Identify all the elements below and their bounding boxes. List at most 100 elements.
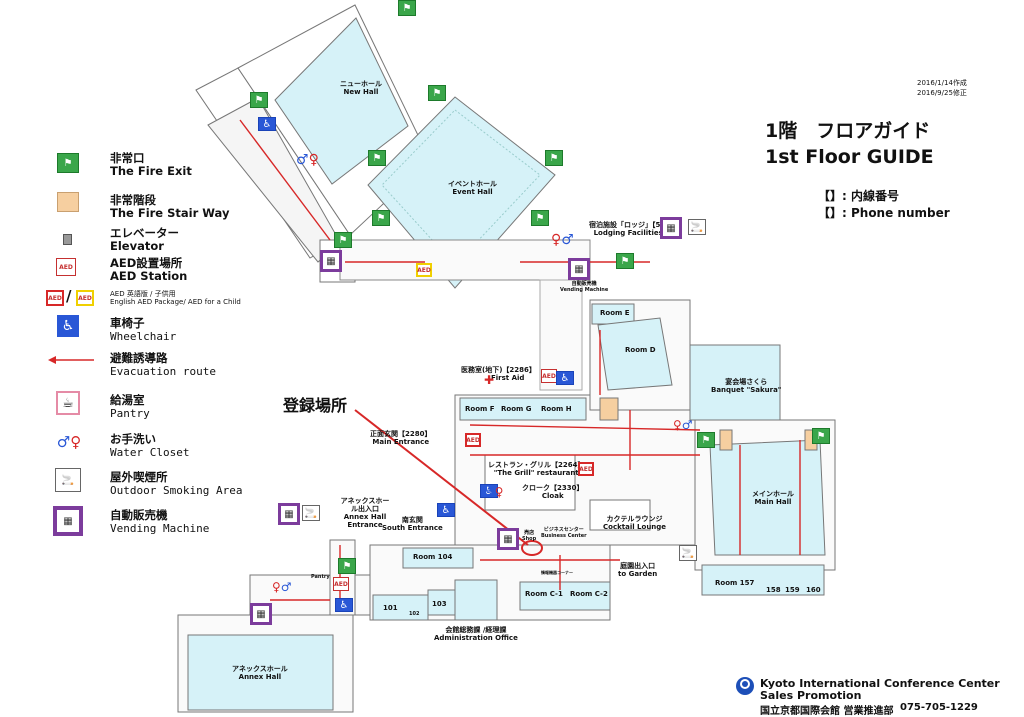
room-e: Room E bbox=[600, 309, 630, 317]
new-hall-area bbox=[274, 17, 409, 185]
room-160: 160 bbox=[806, 586, 821, 594]
slash-separator: / bbox=[66, 287, 72, 305]
room-d: Room D bbox=[625, 346, 656, 354]
toilet-icon: ♀♂ bbox=[551, 232, 574, 248]
main-hall-area bbox=[694, 419, 836, 596]
title-ja: 1階 フロアガイド bbox=[765, 120, 931, 142]
smoking-area-icon: 🚬 bbox=[302, 505, 320, 521]
vending-machine-icon: ▦ bbox=[278, 503, 300, 525]
aed-child-icon: AED bbox=[76, 290, 94, 306]
room-g: Room G bbox=[501, 405, 532, 413]
aed-english-child-icon: AED bbox=[46, 290, 64, 306]
registration-label: 登録場所 bbox=[283, 396, 348, 415]
pantry-icon: ☕ bbox=[56, 391, 80, 415]
room-c2: Room C-2 bbox=[570, 590, 608, 598]
fire-stair-swatch bbox=[57, 192, 79, 212]
upper-corridor bbox=[339, 239, 591, 281]
wheelchair-icon: ♿ bbox=[480, 484, 498, 498]
room-101: 101 bbox=[383, 604, 398, 612]
fire-exit-icon: ⚑ bbox=[334, 232, 352, 248]
dept-name-en: Sales Promotion bbox=[760, 689, 862, 702]
fire-exit-icon: ⚑ bbox=[368, 150, 386, 166]
lodging-label: 宿泊施設「ロッジ」【5】Lodging Facilities bbox=[589, 221, 668, 237]
elevator-icon bbox=[63, 234, 72, 245]
room-103: 103 bbox=[432, 600, 447, 608]
phone-legend: 【】: Phone number bbox=[818, 206, 950, 220]
toilet-icon: ♀♂ bbox=[673, 418, 693, 432]
org-name-en: Kyoto International Conference Center bbox=[760, 677, 1000, 690]
wheelchair-icon: ♿ bbox=[258, 117, 276, 131]
toilet-icon: ♂♀ bbox=[296, 152, 319, 168]
room-159: 159 bbox=[785, 586, 800, 594]
smoking-area-icon: 🚬 bbox=[679, 545, 697, 561]
room-c1: Room C-1 bbox=[525, 590, 563, 598]
fire-exit-icon: ⚑ bbox=[616, 253, 634, 269]
aed-icon: AED bbox=[333, 577, 349, 591]
fire-exit-icon: ⚑ bbox=[812, 428, 830, 444]
room-h: Room H bbox=[541, 405, 572, 413]
cloak-label: クローク【2330】Cloak bbox=[522, 484, 584, 500]
org-name-ja: 国立京都国際会館 営業推進部 bbox=[760, 706, 894, 717]
date-created: 2016/1/14作成 bbox=[917, 79, 967, 87]
toilet-icon: ♂♀ bbox=[484, 485, 504, 499]
aed-icon: AED bbox=[578, 462, 594, 476]
vending-machine-icon: ▦ bbox=[568, 258, 590, 280]
wheelchair-icon: ♿ bbox=[437, 503, 455, 517]
title-en: 1st Floor GUIDE bbox=[765, 146, 934, 168]
toilet-icon: ♀♂ bbox=[272, 580, 292, 594]
org-phone: 075-705-1229 bbox=[900, 702, 978, 713]
room-f: Room F bbox=[465, 405, 495, 413]
lower-block bbox=[369, 544, 611, 621]
fire-exit-icon: ⚑ bbox=[250, 92, 268, 108]
fire-exit-icon: ⚑ bbox=[428, 85, 446, 101]
aed-icon: AED bbox=[465, 433, 481, 447]
vending-machine-icon: ▦ bbox=[497, 528, 519, 550]
fire-exit-icon: ⚑ bbox=[531, 210, 549, 226]
smoking-area-icon: 🚬 bbox=[688, 219, 706, 235]
room-102: 102 bbox=[409, 611, 420, 617]
grill-label: レストラン・グリル【2264】"The Grill" restaurant bbox=[488, 461, 585, 477]
main-entrance-label: 正面玄関【2280】Main Entrance bbox=[370, 430, 432, 446]
fire-exit-icon: ⚑ bbox=[57, 153, 79, 173]
date-revised: 2016/9/25修正 bbox=[917, 89, 967, 97]
central-building bbox=[454, 299, 781, 546]
aed-icon: AED bbox=[56, 258, 76, 276]
fire-exit-icon: ⚑ bbox=[398, 0, 416, 16]
info-room: 情報機器コーナー bbox=[541, 570, 573, 575]
vending-machine-icon: ▦ bbox=[320, 250, 342, 272]
toilet-icon: ♂♀ bbox=[56, 433, 82, 451]
first-aid-cross-icon: ✚ bbox=[484, 373, 495, 387]
fire-exit-icon: ⚑ bbox=[372, 210, 390, 226]
registration-marker bbox=[521, 540, 543, 556]
wheelchair-icon: ♿ bbox=[57, 315, 79, 337]
wheelchair-icon: ♿ bbox=[335, 598, 353, 612]
room-157: Room 157 bbox=[715, 579, 755, 587]
aed-icon: AED bbox=[416, 263, 432, 277]
room-104: Room 104 bbox=[413, 553, 453, 561]
pantry-label: Pantry bbox=[311, 574, 330, 580]
aed-icon: AED bbox=[541, 369, 557, 383]
first-aid-label: 医務室(地下)【2286】First Aid bbox=[461, 366, 536, 382]
wheelchair-icon: ♿ bbox=[556, 371, 574, 385]
registration-pointer bbox=[354, 409, 529, 546]
